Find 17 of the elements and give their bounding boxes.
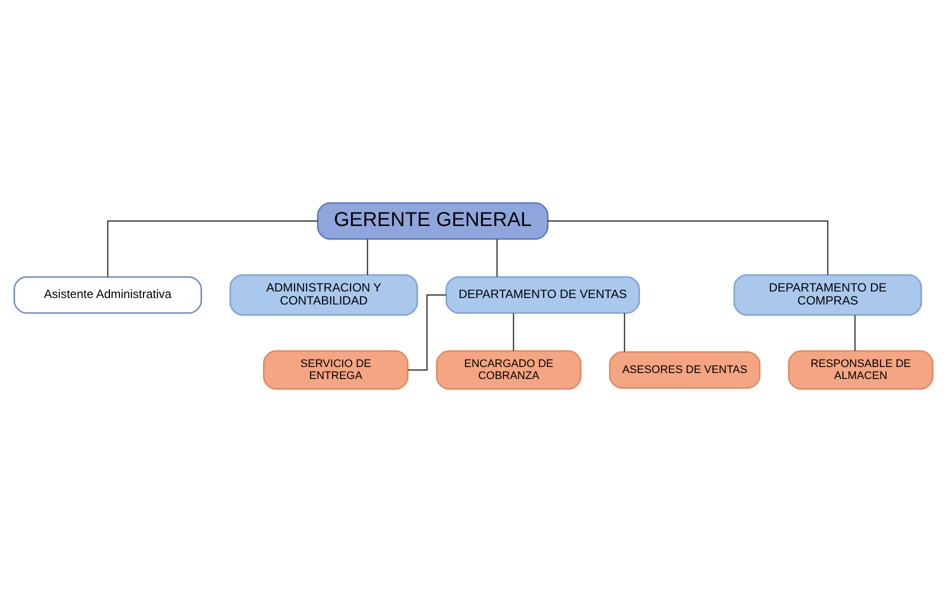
node-box: ASESORES DE VENTAS: [608, 350, 760, 388]
connector: [496, 238, 498, 276]
node-box: DEPARTAMENTO DE COMPRAS: [733, 274, 922, 316]
connector: [512, 312, 514, 350]
node-box: RESPONSABLE DE ALMACEN: [788, 350, 933, 390]
connector: [854, 314, 856, 350]
connector: [106, 220, 318, 276]
node-box: ADMINISTRACION Y CONTABILIDAD: [229, 274, 418, 316]
node-box: SERVICIO DE ENTREGA: [262, 350, 408, 390]
node-box: GERENTE GENERAL: [316, 202, 548, 240]
connector: [408, 294, 446, 370]
connector: [547, 220, 828, 274]
connector: [366, 238, 368, 274]
node-box: ENCARGADO DE COBRANZA: [436, 350, 581, 390]
node-box: Asistente Administrativa: [13, 276, 202, 314]
connector: [623, 312, 625, 352]
node-box: DEPARTAMENTO DE VENTAS: [445, 276, 640, 314]
